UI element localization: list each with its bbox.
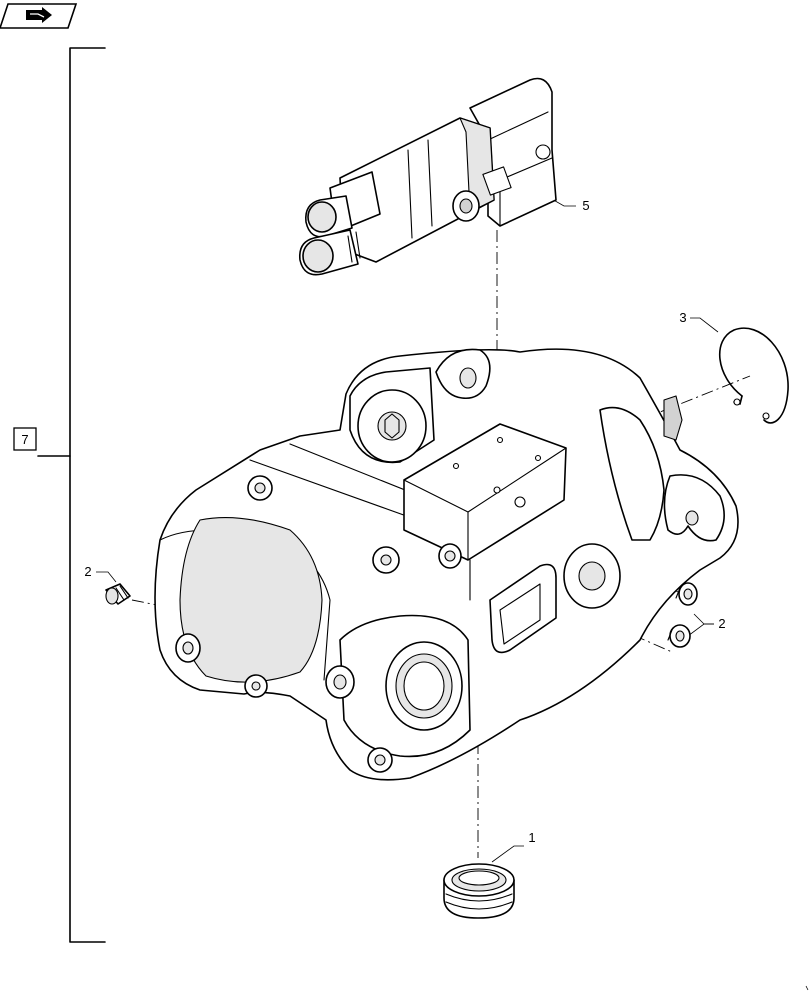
next-page-arrow-icon[interactable] [0, 3, 78, 29]
plug-left [105, 583, 131, 605]
pump-body [154, 348, 739, 781]
control-valve [298, 77, 557, 276]
retaining-ring [719, 327, 789, 424]
assembly-label-box: 7 [13, 427, 37, 451]
plug-bottom [443, 863, 515, 919]
assembly-label: 7 [21, 432, 28, 447]
callout-label-2-right: 2 [718, 616, 725, 631]
callout-label-1: 1 [528, 830, 535, 845]
plug-right-lower [667, 624, 691, 648]
assembly-bracket [37, 47, 106, 943]
plug-right-upper [675, 582, 698, 606]
callout-label-5: 5 [582, 198, 589, 213]
callout-label-3: 3 [679, 310, 686, 325]
callout-label-2-left: 2 [84, 564, 91, 579]
